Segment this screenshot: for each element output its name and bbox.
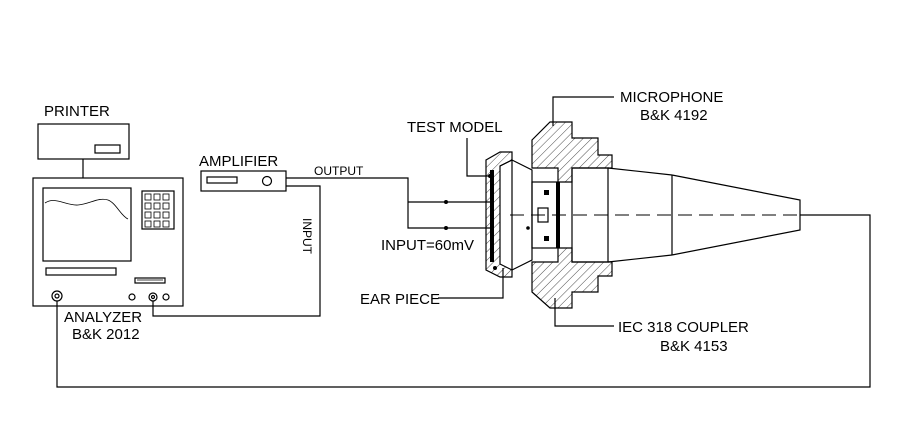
- printer-label: PRINTER: [44, 103, 110, 120]
- microphone: [510, 167, 805, 263]
- analyzer: [32, 177, 184, 307]
- ear-piece: [485, 151, 513, 278]
- printer: [37, 123, 130, 178]
- coupler-model-label: B&K 4153: [660, 338, 728, 355]
- microphone-model-label: B&K 4192: [640, 107, 708, 124]
- analyzer-label: ANALYZER: [64, 309, 142, 326]
- microphone-label: MICROPHONE: [620, 89, 723, 106]
- amplifier-label: AMPLIFIER: [199, 153, 278, 170]
- ear-piece-label: EAR PIECE: [360, 291, 440, 308]
- amplifier: [200, 170, 287, 192]
- analyzer-model-label: B&K 2012: [72, 326, 140, 343]
- input-level-label: INPUT=60mV: [381, 237, 474, 254]
- coupler-leader: [554, 298, 614, 327]
- test-model-leader: [466, 138, 490, 177]
- test-model-label: TEST MODEL: [407, 119, 503, 136]
- wiring: [56, 177, 871, 388]
- microphone-leader: [552, 96, 614, 126]
- input-label: INPUT: [300, 218, 314, 255]
- coupler-label: IEC 318 COUPLER: [618, 319, 749, 336]
- coupler: [526, 121, 613, 309]
- ear-piece-leader: [438, 268, 504, 299]
- output-label: OUTPUT: [314, 164, 364, 178]
